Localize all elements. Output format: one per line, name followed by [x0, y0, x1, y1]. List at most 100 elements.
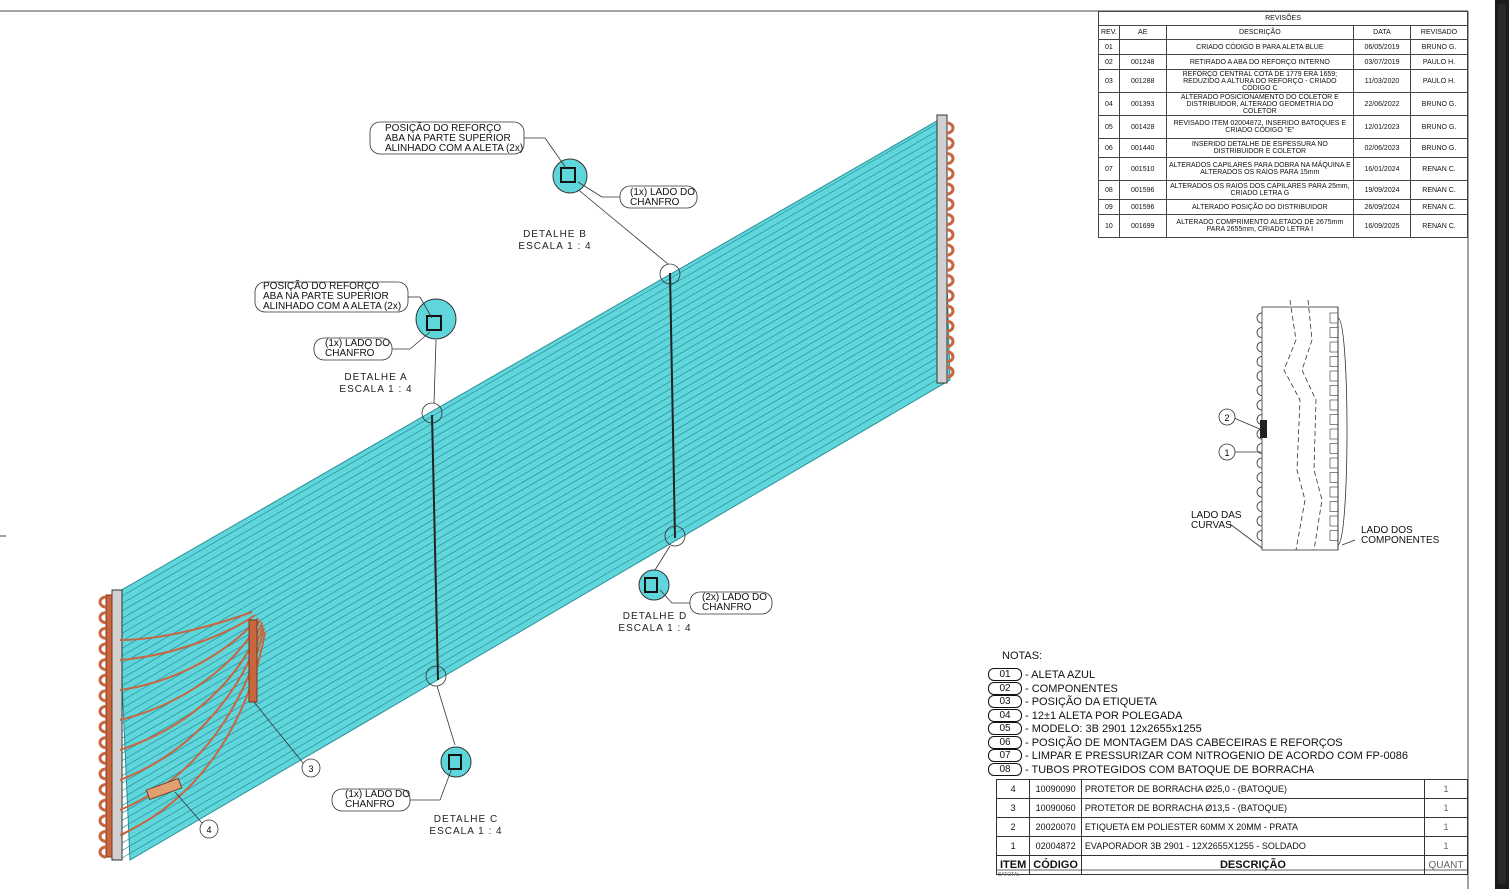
revision-cell-rev: 07 — [1098, 157, 1120, 181]
revision-cell-desc: ALTERADOS OS RAIOS DOS CAPILARES PARA 25… — [1165, 180, 1355, 200]
revision-cell-desc: REFORÇO CENTRAL COTA DE 1779 ERA 1659; R… — [1165, 69, 1355, 93]
bom-cell-item: 3 — [995, 798, 1031, 818]
scrollbar-thumb[interactable] — [1498, 4, 1506, 884]
side-bend — [1256, 530, 1263, 541]
side-bend — [1256, 370, 1263, 382]
revision-cell-date: 11/03/2020 — [1353, 69, 1411, 93]
detail-b-caption: DETALHE B ESCALA 1 : 4 — [505, 229, 605, 253]
detail-title: DETALHE A — [344, 372, 408, 383]
note-item: 08- TUBOS PROTEGIDOS COM BATOQUE DE BORR… — [988, 762, 1314, 777]
tube-line — [121, 158, 941, 634]
bom-cell-code: 20020070 — [1029, 817, 1082, 837]
balloon-1: 1 — [1218, 443, 1236, 461]
revision-cell-rev: 08 — [1098, 180, 1120, 200]
revision-cell-desc: CRIADO CÓDIGO B PARA ALETA BLUE — [1165, 39, 1355, 55]
note-item: 06- POSIÇÃO DE MONTAGEM DAS CABECEIRAS E… — [988, 735, 1343, 750]
return-bend — [946, 365, 955, 379]
return-bend — [98, 767, 107, 781]
tube-line — [121, 224, 941, 702]
note-item: 07- LIMPAR E PRESSURIZAR COM NITROGENIO … — [988, 749, 1408, 763]
balloon-4: 4 — [199, 819, 219, 839]
return-bend — [946, 152, 955, 165]
revision-cell-date: 03/07/2019 — [1353, 54, 1411, 70]
return-bend — [946, 136, 955, 150]
callout-line: CHANFRO — [325, 348, 375, 359]
return-bend — [946, 304, 955, 318]
tube-line — [121, 209, 941, 687]
side-label-line: LADO DAS — [1191, 510, 1242, 521]
detail-d-caption: DETALHE D ESCALA 1 : 4 — [605, 611, 705, 635]
revision-cell-by: BRUNO G. — [1410, 39, 1468, 55]
balloon-1-label: 1 — [1224, 448, 1229, 458]
note-item: 04- 12±1 ALETA POR POLEGADA — [988, 708, 1182, 723]
collector-tube — [145, 777, 183, 801]
side-tube-end — [1329, 414, 1339, 425]
fin-pack — [117, 117, 951, 861]
callout-detail-c-side: (1x) LADO DO CHANFRO — [345, 790, 410, 810]
side-tube-end — [1329, 515, 1339, 527]
note-text: - POSIÇÃO DA ETIQUETA — [1025, 696, 1157, 708]
bom-header-code: CÓDIGO — [1029, 855, 1082, 875]
tube-line — [121, 202, 941, 679]
callout-line: CHANFRO — [345, 799, 395, 810]
revision-cell-desc: REVISADO ITEM 02004872, INSERIDO BATOQUE… — [1165, 115, 1355, 139]
bom-cell-item: 1 — [995, 836, 1031, 856]
revision-cell-date: 22/06/2022 — [1353, 92, 1411, 116]
note-item: 05- MODELO: 3B 2901 12x2655x1255 — [988, 722, 1202, 736]
detail-scale: ESCALA 1 : 4 — [339, 384, 413, 395]
revision-cell-desc: RETIRADO A ABA DO REFORÇO INTERNO — [1165, 54, 1355, 70]
callout-detail-a-position: POSIÇÃO DO REFORÇO ABA NA PARTE SUPERIOR… — [263, 282, 401, 312]
note-number-badge: 08 — [988, 762, 1022, 776]
note-item: 02- COMPONENTES — [988, 681, 1118, 696]
side-tube-end — [1329, 385, 1339, 396]
revision-cell-desc: ALTERADO POSIÇÃO DO DISTRIBUIDOR — [1165, 199, 1355, 215]
note-text: - LIMPAR E PRESSURIZAR COM NITROGENIO DE… — [1025, 750, 1409, 762]
revision-cell-date: 02/06/2023 — [1353, 138, 1411, 158]
return-bend — [946, 319, 955, 333]
balloon-2: 2 — [1218, 408, 1236, 426]
tube-line — [121, 363, 941, 844]
tube-line — [121, 187, 941, 664]
bom-header-row: ITEM CÓDIGO DESCRIÇÃO QUANT — [995, 855, 1468, 875]
scrollbar[interactable] — [1495, 0, 1509, 889]
revision-cell-by: BRUNO G. — [1410, 115, 1468, 139]
title-block-small-text: BATOTAL — [998, 872, 1020, 878]
revision-cell-ae: 001510 — [1118, 157, 1167, 181]
tube-line — [121, 246, 941, 724]
side-tube-end — [1329, 312, 1339, 324]
callout-line: POSIÇÃO DO REFORÇO — [263, 281, 380, 292]
detail-scale: ESCALA 1 : 4 — [618, 623, 692, 634]
callout-line: CHANFRO — [630, 197, 680, 208]
detail-c-caption: DETALHE C ESCALA 1 : 4 — [416, 814, 516, 838]
balloon-3-label: 3 — [308, 764, 313, 774]
bom-cell-item: 4 — [995, 779, 1031, 799]
bom-cell-code: 10090090 — [1029, 779, 1082, 799]
left-return-bends — [98, 595, 107, 859]
bom-cell-code: 02004872 — [1029, 836, 1082, 856]
revision-cell-rev: 06 — [1098, 138, 1120, 158]
revision-cell-desc: ALTERADO POSICIONAMENTO DO COLETOR E DIS… — [1165, 92, 1355, 116]
revision-cell-by: BRUNO G. — [1410, 92, 1468, 116]
callout-detail-b-side: (1x) LADO DO CHANFRO — [630, 188, 695, 208]
side-tube-end — [1329, 530, 1339, 541]
detail-title: DETALHE B — [523, 229, 587, 240]
note-number-badge: 04 — [988, 708, 1022, 722]
revision-cell-ae: 001699 — [1118, 214, 1167, 238]
rev-header-date: DATA — [1353, 25, 1411, 40]
detail-b-view — [552, 158, 588, 194]
detail-title: DETALHE D — [622, 611, 688, 622]
rev-header-rev: REV. — [1098, 25, 1120, 40]
revision-cell-rev: 05 — [1098, 115, 1120, 139]
callout-line: (1x) LADO DO — [345, 789, 411, 800]
tube-line — [121, 289, 941, 769]
side-tube-end — [1329, 472, 1339, 483]
revision-cell-date: 19/09/2024 — [1353, 180, 1411, 200]
